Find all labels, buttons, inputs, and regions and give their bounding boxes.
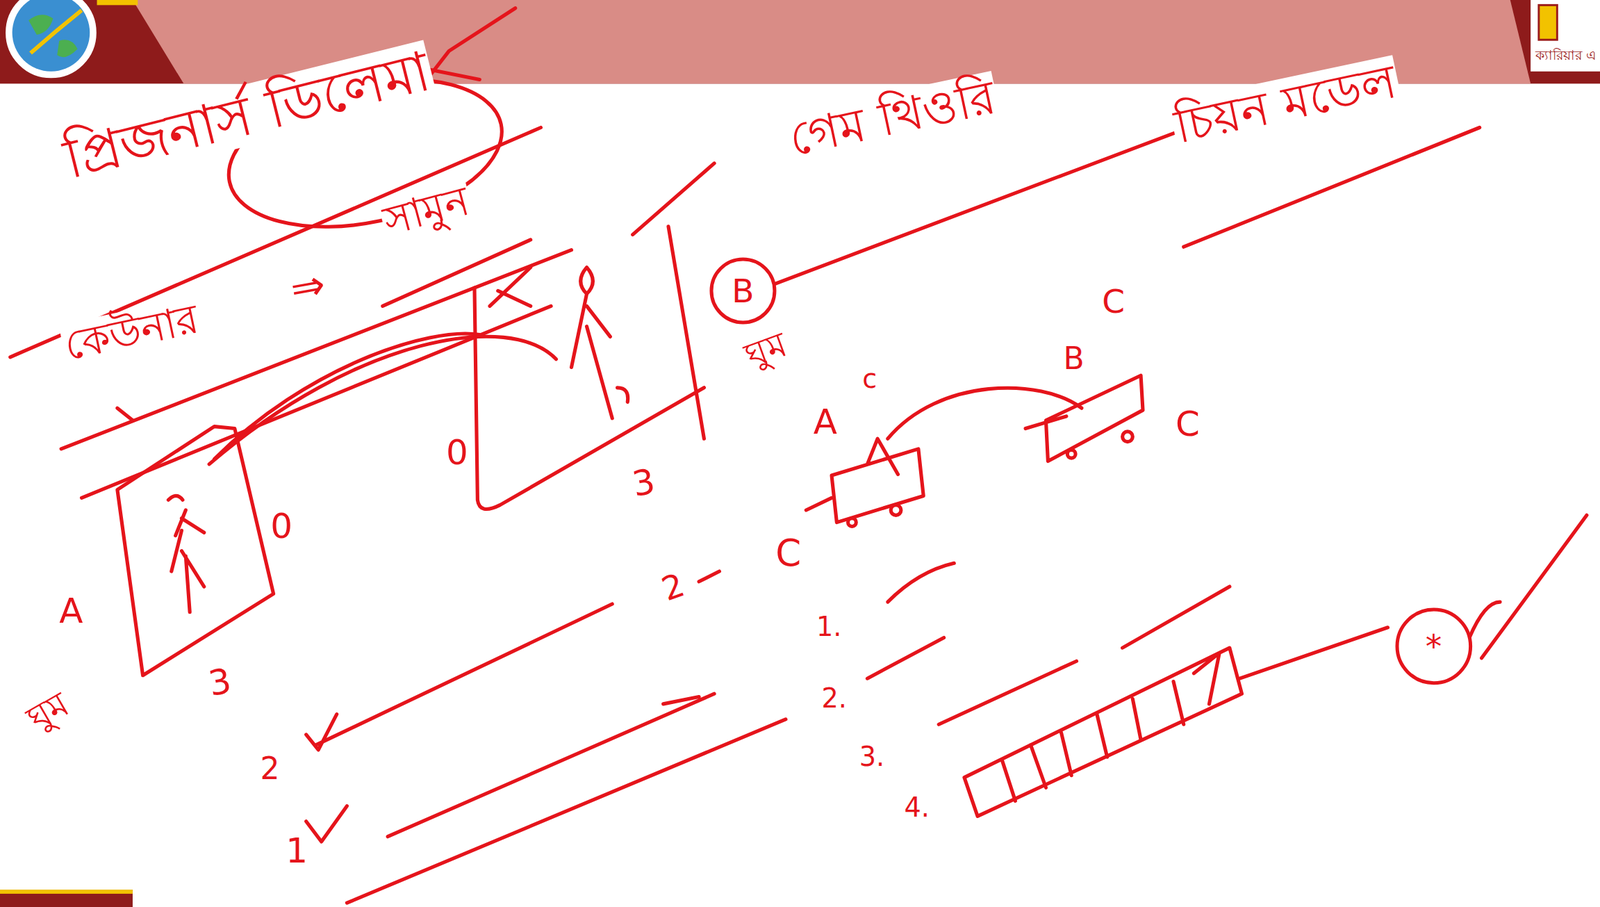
title-text: প্রিজনার্স ডিলেমা bbox=[56, 39, 439, 191]
handwritten-label: C bbox=[773, 532, 804, 574]
handwritten-label: ঘুম bbox=[18, 684, 78, 740]
handwritten-label: 1. bbox=[814, 612, 844, 642]
handwritten-label: চিয়ন মডেল bbox=[1167, 54, 1404, 153]
handwritten-label: সামুন bbox=[376, 177, 476, 244]
handwritten-label: 3 bbox=[627, 462, 661, 505]
circled-text: B bbox=[731, 274, 754, 308]
handwritten-label: ⇒ bbox=[284, 261, 331, 312]
handwritten-label: A bbox=[811, 402, 840, 442]
handwritten-label: B bbox=[1061, 341, 1087, 376]
handwritten-label: কেউনার bbox=[58, 295, 205, 369]
circled-mark: B bbox=[709, 257, 777, 325]
handwritten-label: 0 bbox=[268, 507, 295, 546]
handwritten-label: গেম থিওরি bbox=[782, 70, 1002, 166]
logo-text: ক্যারিয়ার এ bbox=[1533, 45, 1598, 68]
ink-strokes bbox=[10, 8, 1587, 903]
handwritten-label: C bbox=[1099, 283, 1127, 320]
handwritten-label: 0 bbox=[443, 433, 471, 472]
handwritten-label: C bbox=[1173, 405, 1202, 444]
handwritten-label: c bbox=[860, 364, 879, 394]
circle-outline bbox=[1397, 609, 1471, 683]
handwritten-label: 1 bbox=[283, 831, 310, 870]
handwritten-label: 4. bbox=[901, 792, 931, 822]
handwritten-label: A bbox=[56, 591, 85, 631]
circle-outline bbox=[711, 259, 775, 323]
handwritten-label: 2 bbox=[258, 751, 283, 786]
handwritten-label: 2 bbox=[655, 566, 691, 609]
handwritten-label: 2. bbox=[819, 683, 849, 713]
handwritten-label: 3 bbox=[203, 660, 237, 704]
handwritten-label: 3. bbox=[857, 741, 887, 772]
handwritten-label: ঘুম bbox=[738, 324, 795, 376]
circled-text: * bbox=[1425, 629, 1443, 663]
circled-mark: * bbox=[1395, 607, 1473, 686]
